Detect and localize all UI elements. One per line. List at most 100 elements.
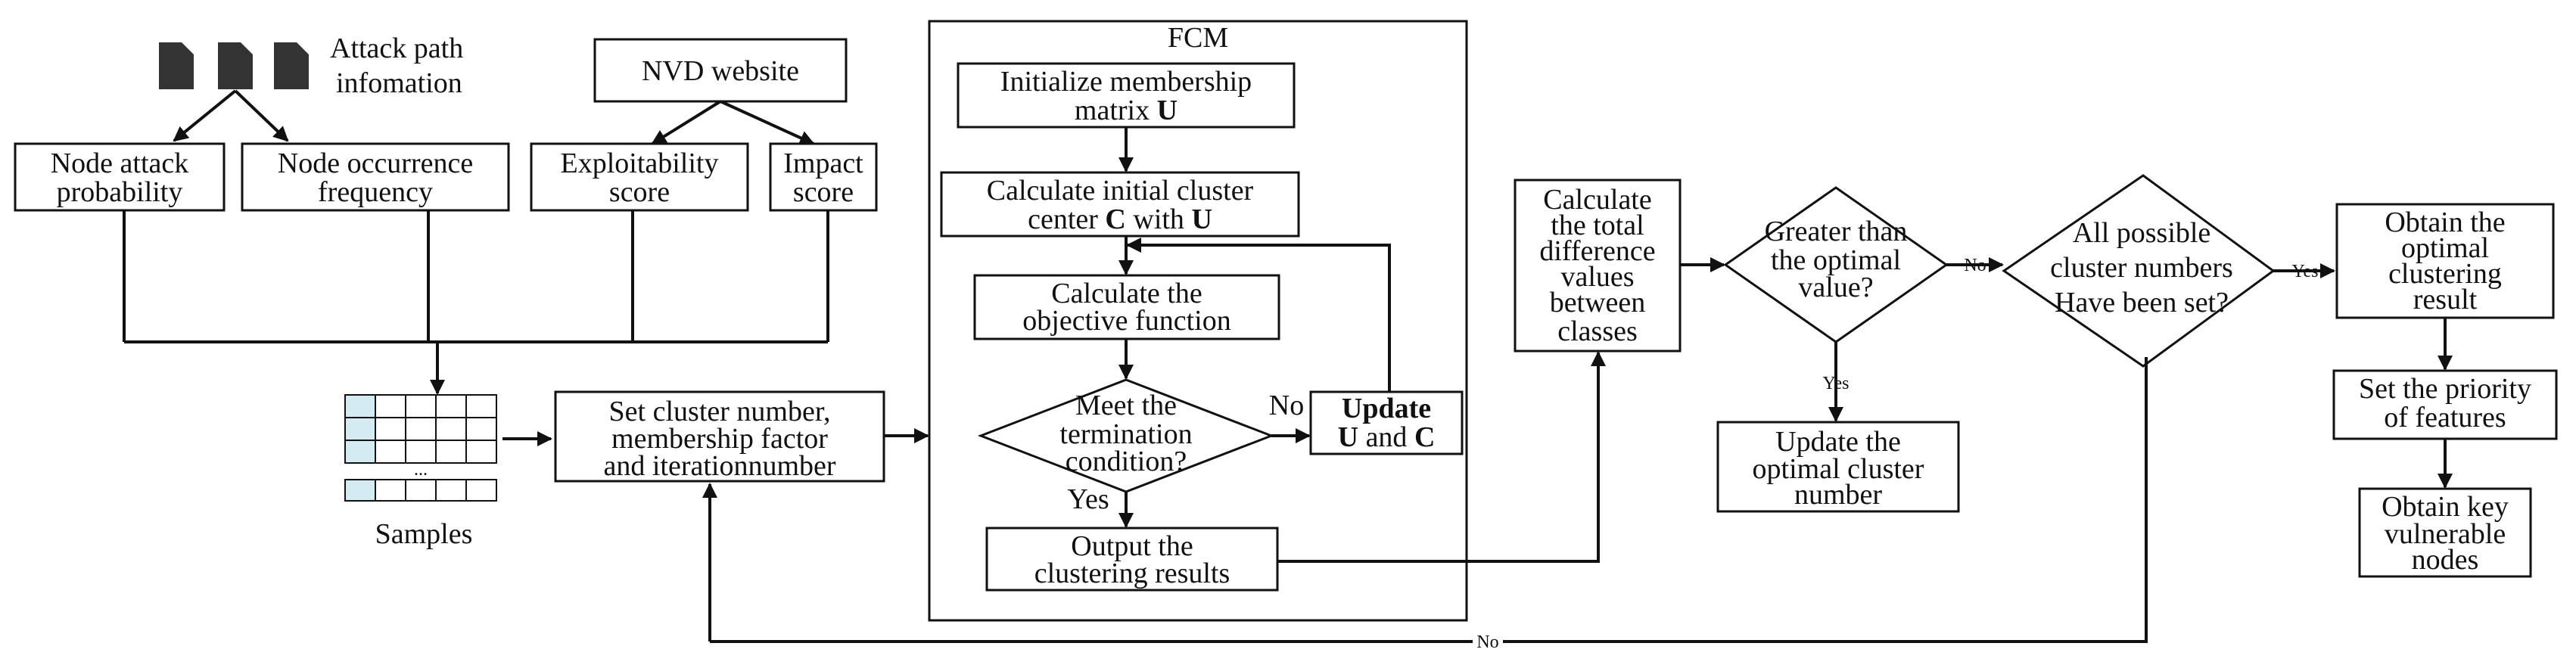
attack-path-label-2: infomation <box>336 67 462 99</box>
obtain-key-label-3: nodes <box>2412 544 2479 576</box>
set-priority-features-box <box>2332 369 2558 440</box>
objective-label-1: Calculate the <box>1051 278 1202 309</box>
attack-path-documents <box>159 42 309 89</box>
loop-no-label-bg <box>1473 632 1503 651</box>
condition-label-1: Meet the <box>1075 390 1177 421</box>
obtain-key-nodes-box <box>2358 487 2532 578</box>
obtain-optimal-label-3: clustering <box>2388 258 2502 290</box>
obtain-optimal-label-2: optimal <box>2401 232 2489 264</box>
node-attack-label-1: Node attack <box>51 148 189 179</box>
greater-yes-label: Yes <box>1823 374 1850 393</box>
set-cluster-number-box <box>554 390 885 483</box>
node-occurrence-label-1: Node occurrence <box>278 148 473 179</box>
set-cluster-label-2: membership factor <box>611 423 828 455</box>
set-cluster-label-3: and iterationnumber <box>603 450 835 482</box>
set-priority-label-2: of features <box>2384 402 2506 433</box>
greater-label-3: value? <box>1798 272 1873 303</box>
document-icon <box>274 42 309 89</box>
samples-label: Samples <box>375 518 473 550</box>
sample-cell <box>344 479 376 502</box>
greater-label-2: the optimal <box>1771 244 1901 276</box>
document-icon <box>159 42 194 89</box>
obtain-optimal-label-1: Obtain the <box>2385 207 2505 238</box>
calc-total-label-5: between <box>1550 287 1646 318</box>
update-u-c-box <box>1309 390 1464 455</box>
update-opt-label-1: Update the <box>1775 426 1901 458</box>
obtain-key-label-1: Obtain key <box>2382 491 2509 523</box>
obtain-optimal-label-4: result <box>2413 284 2478 315</box>
samples-ellipsis: ... <box>414 460 428 480</box>
update-label-1: Update <box>1342 393 1431 424</box>
sample-cell <box>435 440 467 464</box>
impact-score-box <box>769 142 878 212</box>
output-clustering-box <box>985 527 1279 592</box>
attack-path-label-1: Attack path <box>330 33 463 64</box>
nvd-website-label: NVD website <box>642 55 799 87</box>
calc-total-label-2: the total <box>1551 210 1644 241</box>
sample-cell <box>344 417 376 441</box>
obtain-optimal-result-box <box>2335 203 2555 319</box>
initialize-membership-box <box>957 62 1296 129</box>
sample-cell <box>405 417 437 441</box>
greater-label-1: Greater than <box>1765 216 1908 247</box>
node-attack-probability-box <box>14 142 226 212</box>
exploitability-score-box <box>530 142 749 212</box>
condition-no-label: No <box>1269 390 1304 421</box>
sample-cell <box>375 417 406 441</box>
sample-cell <box>435 394 467 418</box>
sample-cell <box>344 394 376 418</box>
condition-yes-label: Yes <box>1067 483 1109 515</box>
sample-cell <box>435 479 467 502</box>
condition-label-2: termination <box>1059 418 1192 450</box>
objective-label-2: objective function <box>1022 305 1230 337</box>
calc-total-label-3: difference <box>1539 235 1655 267</box>
calc-center-label-2: center C with U <box>1028 204 1212 235</box>
sample-cell <box>344 440 376 464</box>
obtain-key-label-2: vulnerable <box>2385 518 2506 550</box>
calc-total-label-4: values <box>1560 261 1634 293</box>
node-occurrence-frequency-box <box>241 142 510 212</box>
all-possible-no-label: No <box>1476 632 1498 652</box>
exploitability-label-1: Exploitability <box>561 148 719 179</box>
update-opt-label-2: optimal cluster <box>1753 453 1924 485</box>
update-optimal-cluster-box <box>1716 421 1960 513</box>
node-attack-label-2: probability <box>57 176 183 208</box>
document-icon <box>218 42 253 89</box>
sample-cell <box>405 394 437 418</box>
greater-no-label: No <box>1964 256 1986 275</box>
update-label-2: U and C <box>1338 421 1436 453</box>
sample-cell <box>375 394 406 418</box>
init-label-2: matrix U <box>1075 95 1178 126</box>
node-occurrence-label-2: frequency <box>318 176 433 208</box>
sample-cell <box>435 417 467 441</box>
output-label-2: clustering results <box>1034 558 1230 589</box>
sample-cell <box>465 394 497 418</box>
calc-center-label-1: Calculate initial cluster <box>987 175 1254 207</box>
sample-cell <box>405 479 437 502</box>
init-label-1: Initialize membership <box>1000 66 1252 98</box>
sample-cell <box>375 479 406 502</box>
sample-cell <box>375 440 406 464</box>
impact-label-1: Impact <box>783 148 863 179</box>
exploitability-label-2: score <box>609 176 670 208</box>
calc-total-label-1: Calculate <box>1543 184 1651 216</box>
fcm-frame <box>928 20 1468 622</box>
impact-label-2: score <box>793 176 854 208</box>
all-possible-label-2: cluster numbers <box>2050 252 2233 284</box>
calc-total-label-6: classes <box>1557 315 1638 347</box>
sample-cell <box>465 440 497 464</box>
fcm-title: FCM <box>1168 22 1228 54</box>
all-possible-label-3: Have been set? <box>2055 287 2229 318</box>
all-possible-cluster-diamond <box>2002 174 2276 368</box>
update-opt-label-3: number <box>1794 479 1882 511</box>
condition-label-3: condition? <box>1066 446 1187 477</box>
all-possible-yes-label: Yes <box>2292 262 2319 281</box>
output-label-1: Output the <box>1071 530 1193 562</box>
set-cluster-label-1: Set cluster number, <box>609 396 831 427</box>
calc-initial-center-box <box>940 171 1300 238</box>
sample-cell <box>465 479 497 502</box>
nvd-website-box <box>593 38 848 103</box>
sample-cell <box>465 417 497 441</box>
samples-matrix: ... <box>344 394 497 502</box>
